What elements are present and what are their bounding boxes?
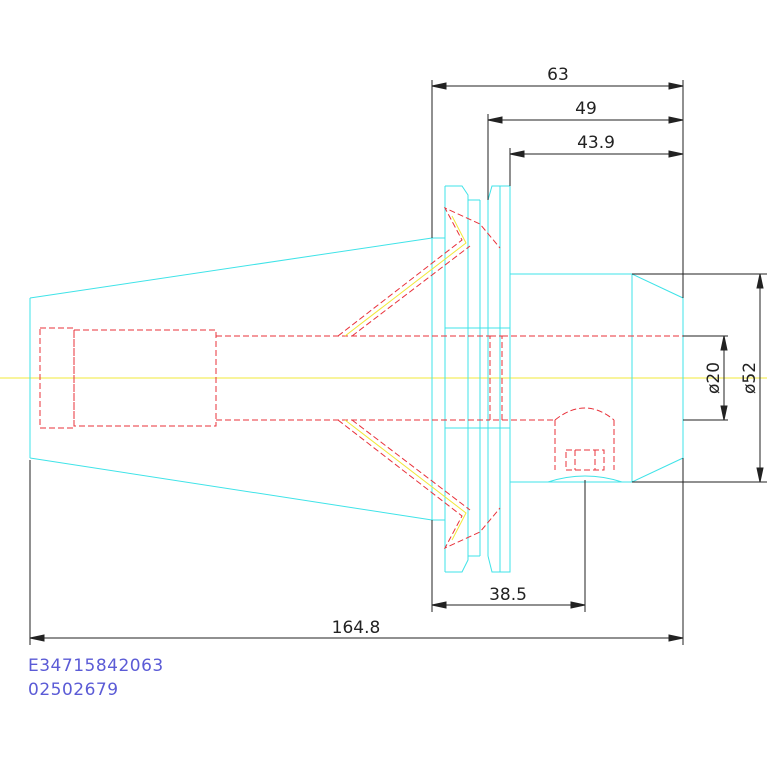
groove-centerlines bbox=[344, 215, 467, 541]
dim-43-9-text: 43.9 bbox=[577, 133, 615, 153]
dim-164-8-text: 164.8 bbox=[332, 618, 381, 638]
dim-dia20-text: ø20 bbox=[704, 362, 724, 394]
dimension-lines bbox=[29, 80, 767, 645]
hidden-lines bbox=[39, 206, 683, 550]
order-number-text: 02502679 bbox=[28, 680, 119, 700]
part-code-text: E34715842063 bbox=[28, 656, 164, 676]
part-outline bbox=[29, 185, 684, 573]
dim-38-5-text: 38.5 bbox=[489, 585, 527, 605]
dim-dia52-text: ø52 bbox=[740, 362, 760, 394]
dim-63-text: 63 bbox=[547, 65, 569, 85]
dim-49-text: 49 bbox=[575, 99, 597, 119]
